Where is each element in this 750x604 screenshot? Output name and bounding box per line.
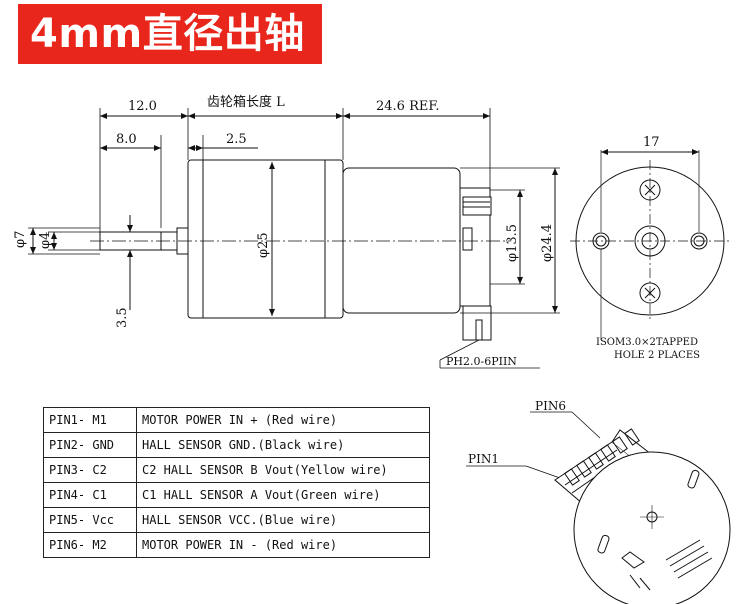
dim-24-6: 24.6 REF.: [376, 99, 439, 114]
pin-cell: PIN2- GND: [43, 432, 137, 458]
table-row: PIN5- Vcc HALL SENSOR VCC.(Blue wire): [43, 507, 430, 533]
dim-2-5: 2.5: [226, 132, 247, 147]
pin-cell: PIN6- M2: [43, 532, 137, 558]
pin-cell: PIN5- Vcc: [43, 507, 137, 533]
desc-cell: MOTOR POWER IN + (Red wire): [136, 407, 430, 433]
dim-phi25: φ25: [256, 232, 271, 258]
end-view: [570, 149, 732, 340]
dim-12: 12.0: [128, 99, 157, 114]
connector-label: PH2.0-6PIIN: [446, 355, 517, 368]
dim-phi24-4: φ24.4: [540, 224, 555, 262]
pin-table: PIN1- M1 MOTOR POWER IN + (Red wire) PIN…: [43, 407, 430, 558]
connector-view: [466, 411, 731, 604]
desc-cell: HALL SENSOR VCC.(Blue wire): [136, 507, 430, 533]
table-row: PIN6- M2 MOTOR POWER IN - (Red wire): [43, 532, 430, 558]
dim-phi4: φ4: [38, 232, 53, 249]
pin-cell: PIN3- C2: [43, 457, 137, 483]
dim-3-5: 3.5: [115, 307, 130, 328]
desc-cell: HALL SENSOR GND.(Black wire): [136, 432, 430, 458]
desc-cell: C1 HALL SENSOR A Vout(Green wire): [136, 482, 430, 508]
pin-cell: PIN1- M1: [43, 407, 137, 433]
pin6-label: PIN6: [535, 399, 566, 413]
side-view: [28, 108, 560, 369]
desc-cell: MOTOR POWER IN - (Red wire): [136, 532, 430, 558]
dim-phi7: φ7: [13, 231, 28, 248]
iso-note-line1: ISOM3.0×2TAPPED: [596, 337, 698, 348]
table-row: PIN3- C2 C2 HALL SENSOR B Vout(Yellow wi…: [43, 457, 430, 483]
table-row: PIN4- C1 C1 HALL SENSOR A Vout(Green wir…: [43, 482, 430, 508]
dim-17: 17: [643, 135, 660, 150]
pin1-label: PIN1: [468, 452, 499, 466]
desc-cell: C2 HALL SENSOR B Vout(Yellow wire): [136, 457, 430, 483]
dim-phi13-5: φ13.5: [505, 224, 520, 262]
dim-gearbox-length: 齿轮箱长度 L: [207, 94, 285, 110]
table-row: PIN1- M1 MOTOR POWER IN + (Red wire): [43, 407, 430, 433]
dim-8: 8.0: [116, 132, 137, 147]
pin-cell: PIN4- C1: [43, 482, 137, 508]
banner-title: 4mm直径出轴: [30, 11, 305, 57]
title-banner: 4mm直径出轴: [18, 4, 322, 64]
table-row: PIN2- GND HALL SENSOR GND.(Black wire): [43, 432, 430, 458]
iso-note-line2: HOLE 2 PLACES: [614, 350, 700, 361]
